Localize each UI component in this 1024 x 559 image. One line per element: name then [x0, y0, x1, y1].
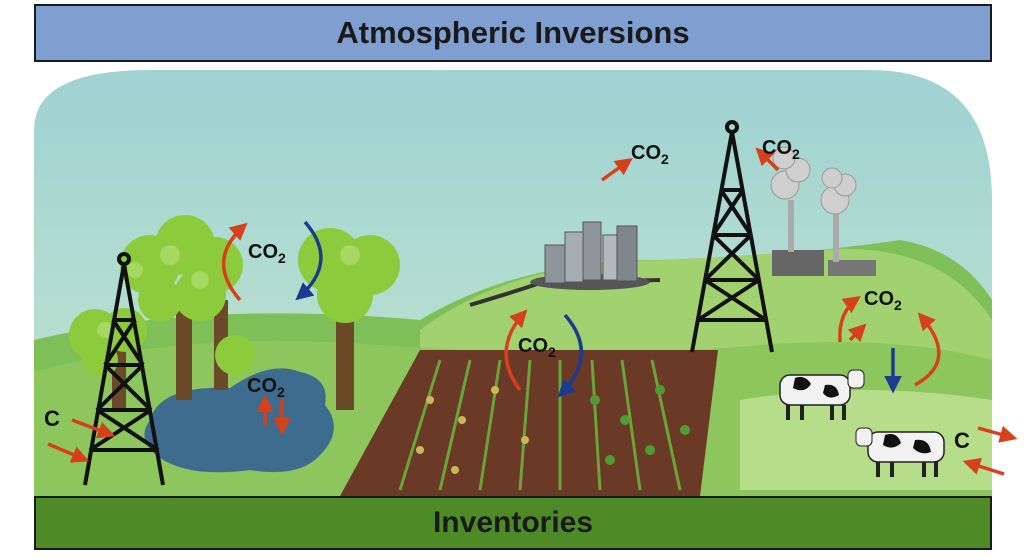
- inventories-title: Inventories: [432, 506, 594, 539]
- city-icon: [530, 221, 650, 290]
- co2-label-crop: CO2: [518, 335, 556, 360]
- tower-icon: [690, 120, 774, 353]
- carbon-label-left: C: [44, 406, 60, 431]
- arrow-c-right-in: [962, 457, 1005, 476]
- co2-label-livestock: CO2: [864, 288, 902, 313]
- inventories-banner: Inventories: [34, 496, 992, 550]
- carbon-label-right: C: [954, 428, 970, 453]
- factory-smoke-icon: [770, 146, 876, 276]
- arrow-small-red-livestock: [847, 323, 867, 343]
- co2-label-factory: CO2: [762, 137, 800, 162]
- arrow-up-red-grass: [914, 312, 941, 387]
- cow-icon: [779, 369, 865, 420]
- arrow-c-right-out: [977, 425, 1018, 443]
- arrow-down-blue-crop: [557, 313, 583, 398]
- arrow-down-blue-forest: [295, 220, 323, 301]
- tower-icon: [83, 252, 165, 486]
- co2-label-pond: CO2: [247, 375, 285, 400]
- co2-label-city: CO2: [631, 142, 669, 167]
- arrow-up-red-forest: [222, 222, 248, 302]
- arrow-c-left-out: [71, 418, 116, 439]
- cow-icon: [855, 427, 945, 477]
- arrow-up-red-livestock: [838, 295, 861, 343]
- co2-label-forest: CO2: [248, 241, 286, 266]
- arrow-up-red-factory: [755, 147, 780, 172]
- tree-icon: [69, 215, 400, 410]
- arrow-up-red-city: [600, 157, 633, 182]
- arrow-up-red-crop: [504, 309, 528, 392]
- atmospheric-inversions-title: Atmospheric Inversions: [336, 15, 690, 50]
- atmospheric-inversions-banner: Atmospheric Inversions: [34, 4, 992, 62]
- flux-arrows: [47, 147, 1018, 476]
- arrow-c-left-in: [47, 442, 90, 463]
